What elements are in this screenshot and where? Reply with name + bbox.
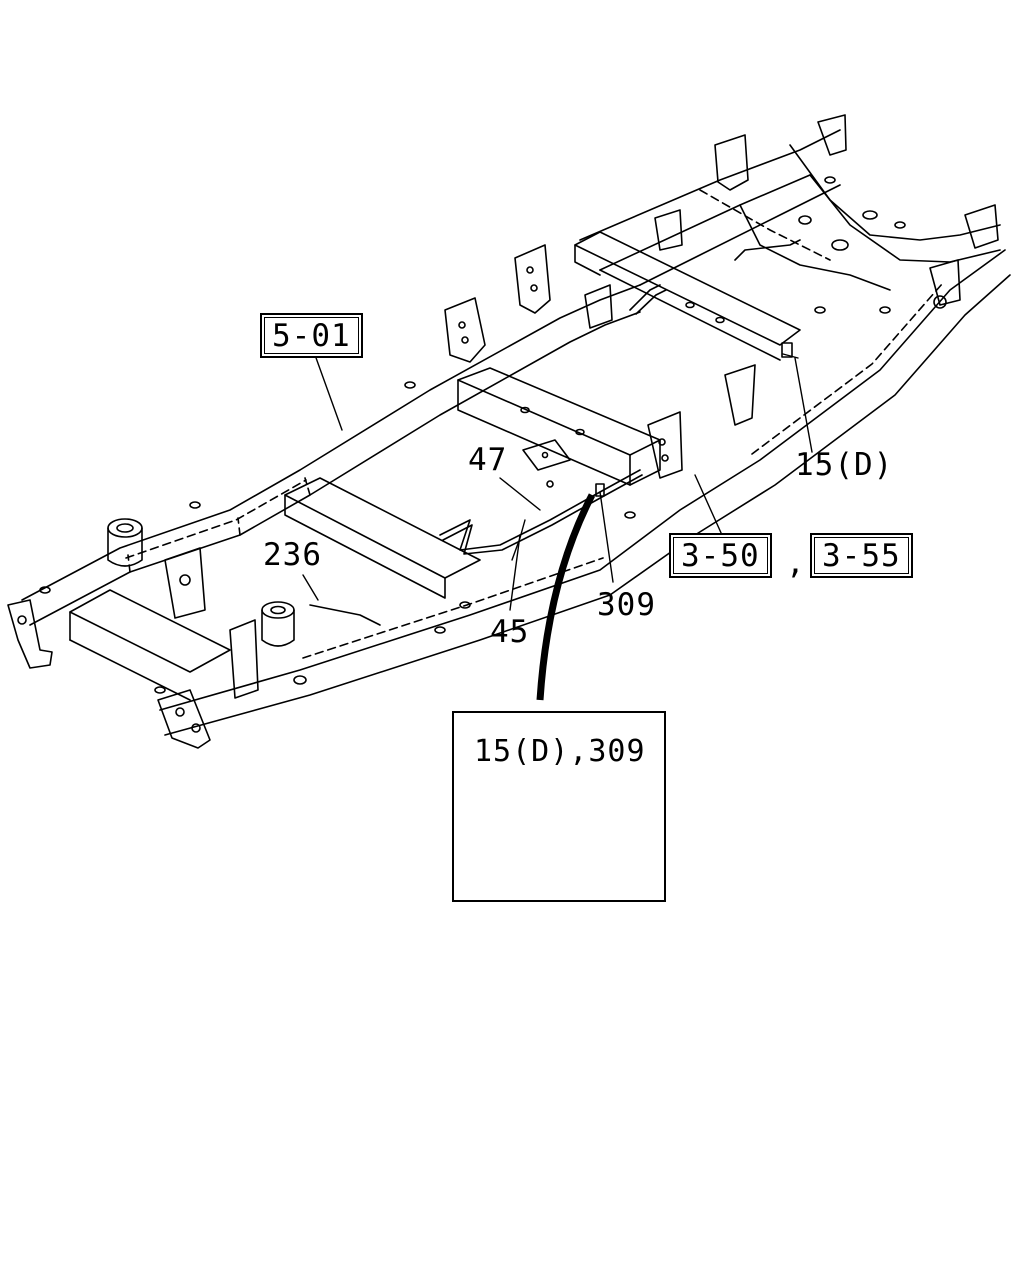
front-suspension-towers bbox=[107, 518, 295, 699]
part-label-45: 45 bbox=[490, 614, 530, 650]
body-mount-brackets bbox=[444, 114, 999, 479]
detail-pointer-line bbox=[536, 493, 596, 701]
ref-box-3-55: 3-55 bbox=[810, 533, 913, 579]
clip-bracket-47 bbox=[522, 439, 571, 488]
part-label-309: 309 bbox=[597, 587, 656, 623]
ref-box-3-50: 3-50 bbox=[669, 533, 772, 579]
front-brackets bbox=[7, 599, 211, 749]
rear-frame-section bbox=[579, 129, 1001, 291]
ref-box-5-01: 5-01 bbox=[260, 313, 363, 359]
part-label-236: 236 bbox=[263, 537, 322, 573]
part-label-15d: 15(D) bbox=[795, 447, 894, 483]
detail-label: 15(D),309 bbox=[474, 734, 646, 769]
frame-holes bbox=[39, 176, 906, 694]
part-label-47: 47 bbox=[468, 442, 508, 478]
detail-view-box: 15(D),309 bbox=[452, 711, 666, 902]
frame-clips bbox=[595, 342, 793, 497]
leader-lines bbox=[302, 353, 813, 841]
cross-members bbox=[69, 231, 801, 701]
ref-separator-comma: , bbox=[786, 545, 806, 581]
left-side-rail bbox=[21, 284, 641, 626]
